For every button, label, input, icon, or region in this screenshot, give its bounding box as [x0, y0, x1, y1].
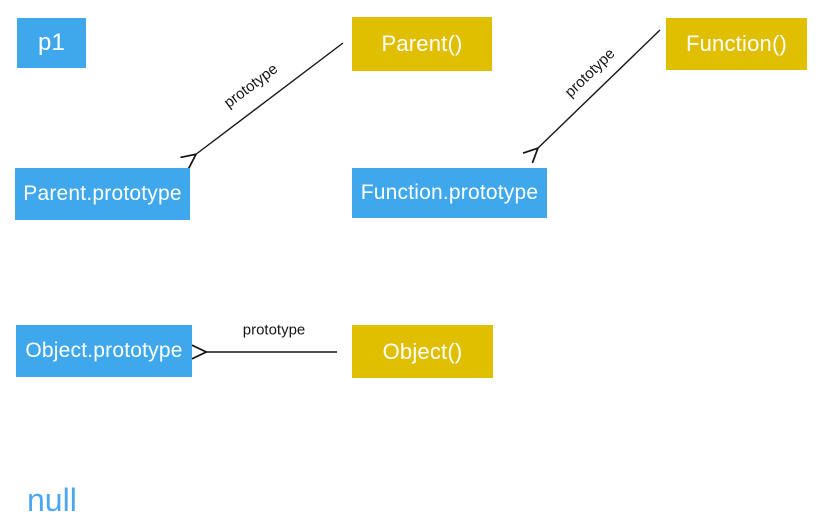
node-parent-prototype: Parent.prototype — [15, 168, 190, 220]
edge-label-object-prototype: prototype — [242, 321, 306, 339]
null-terminator-label: null — [27, 482, 77, 518]
node-parent-constructor-label: Parent() — [381, 31, 463, 56]
node-parent-prototype-label: Parent.prototype — [23, 182, 182, 205]
node-object-prototype-label: Object.prototype — [25, 339, 183, 362]
node-p1: p1 — [17, 18, 86, 68]
node-function-constructor: Function() — [666, 18, 807, 70]
node-parent-constructor: Parent() — [352, 17, 492, 71]
node-function-prototype: Function.prototype — [352, 168, 547, 218]
node-p1-label: p1 — [37, 29, 66, 56]
arrow-parent-to-parent-prototype — [195, 42, 344, 155]
edge-label-parent-prototype: prototype — [220, 60, 282, 112]
node-function-prototype-label: Function.prototype — [360, 181, 539, 204]
node-function-constructor-label: Function() — [685, 31, 788, 56]
arrow-function-to-function-prototype — [537, 29, 661, 149]
node-object-constructor-label: Object() — [382, 338, 463, 364]
edge-label-function-prototype: prototype — [561, 45, 619, 101]
node-object-prototype: Object.prototype — [16, 325, 192, 377]
node-object-constructor: Object() — [352, 325, 493, 378]
